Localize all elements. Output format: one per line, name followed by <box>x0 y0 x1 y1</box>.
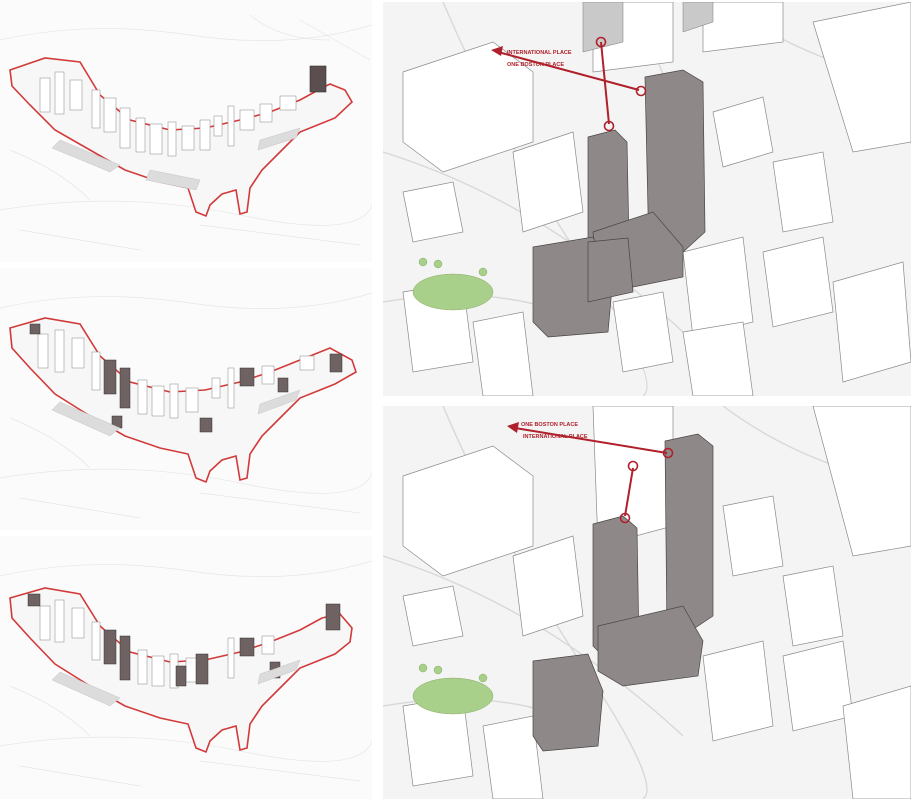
corridor-axon-scenario-b <box>0 536 372 799</box>
label-international-place: INTERNATIONAL PLACE <box>507 50 572 56</box>
tower-massing-view-a: INTERNATIONAL PLACE ONE BOSTON PLACE <box>383 2 911 396</box>
tower-massing-view-b: ONE BOSTON PLACE INTERNATIONAL PLACE <box>383 406 911 799</box>
proposed-tower-complex <box>532 433 714 752</box>
tower-massing-view-a-svg: INTERNATIONAL PLACE ONE BOSTON PLACE <box>383 2 911 396</box>
corridor-axon-scenario-b-svg <box>0 560 372 787</box>
existing-buildings <box>37 329 315 419</box>
corridor-axon-scenario-a <box>0 268 372 530</box>
proposed-tower-complex <box>532 69 706 338</box>
label-one-boston-place: ONE BOSTON PLACE <box>507 62 564 68</box>
corridor-axon-existing <box>0 0 372 262</box>
context-tall-shadows <box>582 2 714 53</box>
sightline-annotation: INTERNATIONAL PLACE ONE BOSTON PLACE <box>491 36 647 132</box>
corridor-axon-scenario-a-svg <box>0 292 372 519</box>
corridor-axon-existing-svg <box>0 14 372 251</box>
existing-buildings <box>39 71 297 157</box>
label-international-place: INTERNATIONAL PLACE <box>523 434 588 440</box>
highlight-building <box>309 65 327 93</box>
context-linework <box>0 292 372 519</box>
label-one-boston-place: ONE BOSTON PLACE <box>521 422 578 428</box>
context-linework <box>0 14 372 251</box>
tower-massing-view-b-svg: ONE BOSTON PLACE INTERNATIONAL PLACE <box>383 406 911 799</box>
park <box>412 257 494 311</box>
ground-blocks <box>51 127 301 191</box>
context-buildings <box>402 2 911 396</box>
ground-blocks <box>51 659 301 707</box>
proposed-buildings <box>29 323 343 433</box>
context-linework <box>0 560 372 787</box>
context-buildings <box>402 406 911 799</box>
ground-blocks <box>51 389 301 437</box>
sightline-annotation: ONE BOSTON PLACE INTERNATIONAL PLACE <box>507 422 674 524</box>
park <box>412 663 494 715</box>
existing-buildings <box>39 599 275 689</box>
